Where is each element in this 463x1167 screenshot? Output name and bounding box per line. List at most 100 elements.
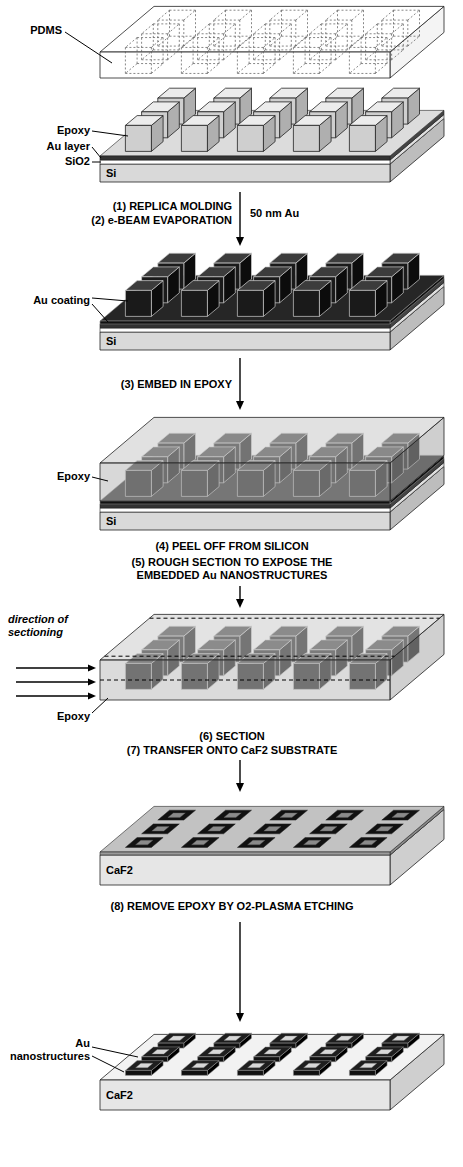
ring-hole xyxy=(304,1063,321,1068)
ring-hole xyxy=(280,1036,298,1041)
cavity-outline xyxy=(142,33,168,34)
cavity-outline xyxy=(349,47,350,73)
part-label: Si xyxy=(106,335,116,348)
au-coated-cube xyxy=(125,281,163,291)
cavity-outline xyxy=(280,24,292,34)
au-nanostructure xyxy=(293,1061,331,1071)
cavity-outline xyxy=(366,33,392,34)
ring-hole xyxy=(336,1036,354,1041)
epoxy-cube xyxy=(254,102,292,112)
cavity-outline xyxy=(319,64,331,74)
process-arrow xyxy=(239,358,240,402)
cavity-outline xyxy=(349,73,375,74)
cavity-outline xyxy=(265,23,291,24)
cavity-outline xyxy=(295,20,296,46)
cavity-outline xyxy=(237,38,249,48)
epoxy-core xyxy=(392,813,410,818)
au-coated-cube xyxy=(198,267,236,277)
epoxy-cube xyxy=(349,125,375,151)
cavity-outline xyxy=(137,37,163,38)
cavity-outline xyxy=(254,50,266,60)
step-label: (4) PEEL OFF FROM SILICON xyxy=(155,540,308,553)
au-nanostructure xyxy=(293,1070,319,1075)
pdms-mold xyxy=(100,52,390,78)
cavity-outline xyxy=(209,49,235,50)
part-label: Au nanostructures xyxy=(6,1037,90,1063)
cavity-outline xyxy=(296,10,308,20)
epoxy-cube xyxy=(198,102,236,112)
epoxy-cube xyxy=(326,88,364,98)
cavity-outline xyxy=(137,38,138,64)
ring-hole xyxy=(376,1050,393,1055)
epoxy-cube xyxy=(237,125,263,151)
ring-hole xyxy=(360,1063,377,1068)
au-square xyxy=(366,824,404,834)
cavity-outline xyxy=(167,34,168,60)
au-coated-cube xyxy=(349,281,387,291)
ring-hole xyxy=(264,1050,281,1055)
epoxy-core xyxy=(168,813,185,818)
epoxy-core xyxy=(208,827,225,832)
cavity-outline xyxy=(403,24,404,50)
au-nanostructure xyxy=(181,1061,219,1071)
epoxy-core xyxy=(304,840,321,845)
cavity-outline xyxy=(254,59,280,60)
oxide-layer xyxy=(100,508,390,512)
cavity-outline xyxy=(251,10,252,36)
cavity-outline xyxy=(321,49,347,50)
cavity-outline xyxy=(335,34,336,60)
cavity-outline xyxy=(125,47,151,48)
au-square xyxy=(214,810,252,820)
leader-line xyxy=(92,298,128,301)
cavity-outline xyxy=(142,59,168,60)
ring-hole xyxy=(152,1050,169,1055)
epoxy-cube xyxy=(125,116,163,126)
epoxy-section xyxy=(100,806,444,852)
cavity-outline xyxy=(237,64,249,74)
epoxy-cube xyxy=(181,125,207,151)
process-arrow xyxy=(239,760,240,784)
section-line xyxy=(150,618,440,619)
cavity-outline xyxy=(265,49,291,50)
cavity-outline xyxy=(382,36,394,46)
cavity-outline xyxy=(366,50,378,60)
cavity-outline xyxy=(224,24,236,34)
cavity-outline xyxy=(125,47,126,73)
cavity-outline xyxy=(310,50,322,60)
direction-arrow xyxy=(16,681,89,682)
epoxy-core xyxy=(336,813,354,818)
epoxy-core xyxy=(280,813,298,818)
cavity-outline xyxy=(338,10,364,11)
leader-line xyxy=(92,698,108,713)
dimension-label: 50 nm Au xyxy=(250,207,299,220)
au-coated-cube xyxy=(181,290,207,316)
cavity-outline xyxy=(408,36,420,46)
epoxy-slab xyxy=(100,614,444,660)
au-square xyxy=(349,838,387,848)
cavity-outline xyxy=(352,10,364,20)
au-coated-cube xyxy=(142,267,180,277)
epoxy-block xyxy=(100,463,390,501)
cavity-outline xyxy=(349,47,375,48)
cavity-outline xyxy=(270,10,282,20)
arrow-head xyxy=(236,401,244,410)
cavity-outline xyxy=(168,24,180,34)
cavity-outline xyxy=(336,50,348,60)
cavity-outline xyxy=(125,64,137,74)
cavity-outline xyxy=(169,10,170,36)
epoxy-core xyxy=(320,827,337,832)
direction-arrow xyxy=(16,667,89,668)
cavity-outline xyxy=(408,10,420,20)
cavity-outline xyxy=(305,38,306,64)
step-label: (1) REPLICA MOLDING xyxy=(113,200,232,213)
cavity-outline xyxy=(193,38,194,64)
au-coated-cube xyxy=(237,290,263,316)
leader-line xyxy=(92,131,128,136)
au-square xyxy=(237,838,275,848)
ring-hole xyxy=(320,1050,337,1055)
au-square xyxy=(293,838,331,848)
part-label: Epoxy xyxy=(57,124,90,137)
cavity-outline xyxy=(305,63,331,64)
